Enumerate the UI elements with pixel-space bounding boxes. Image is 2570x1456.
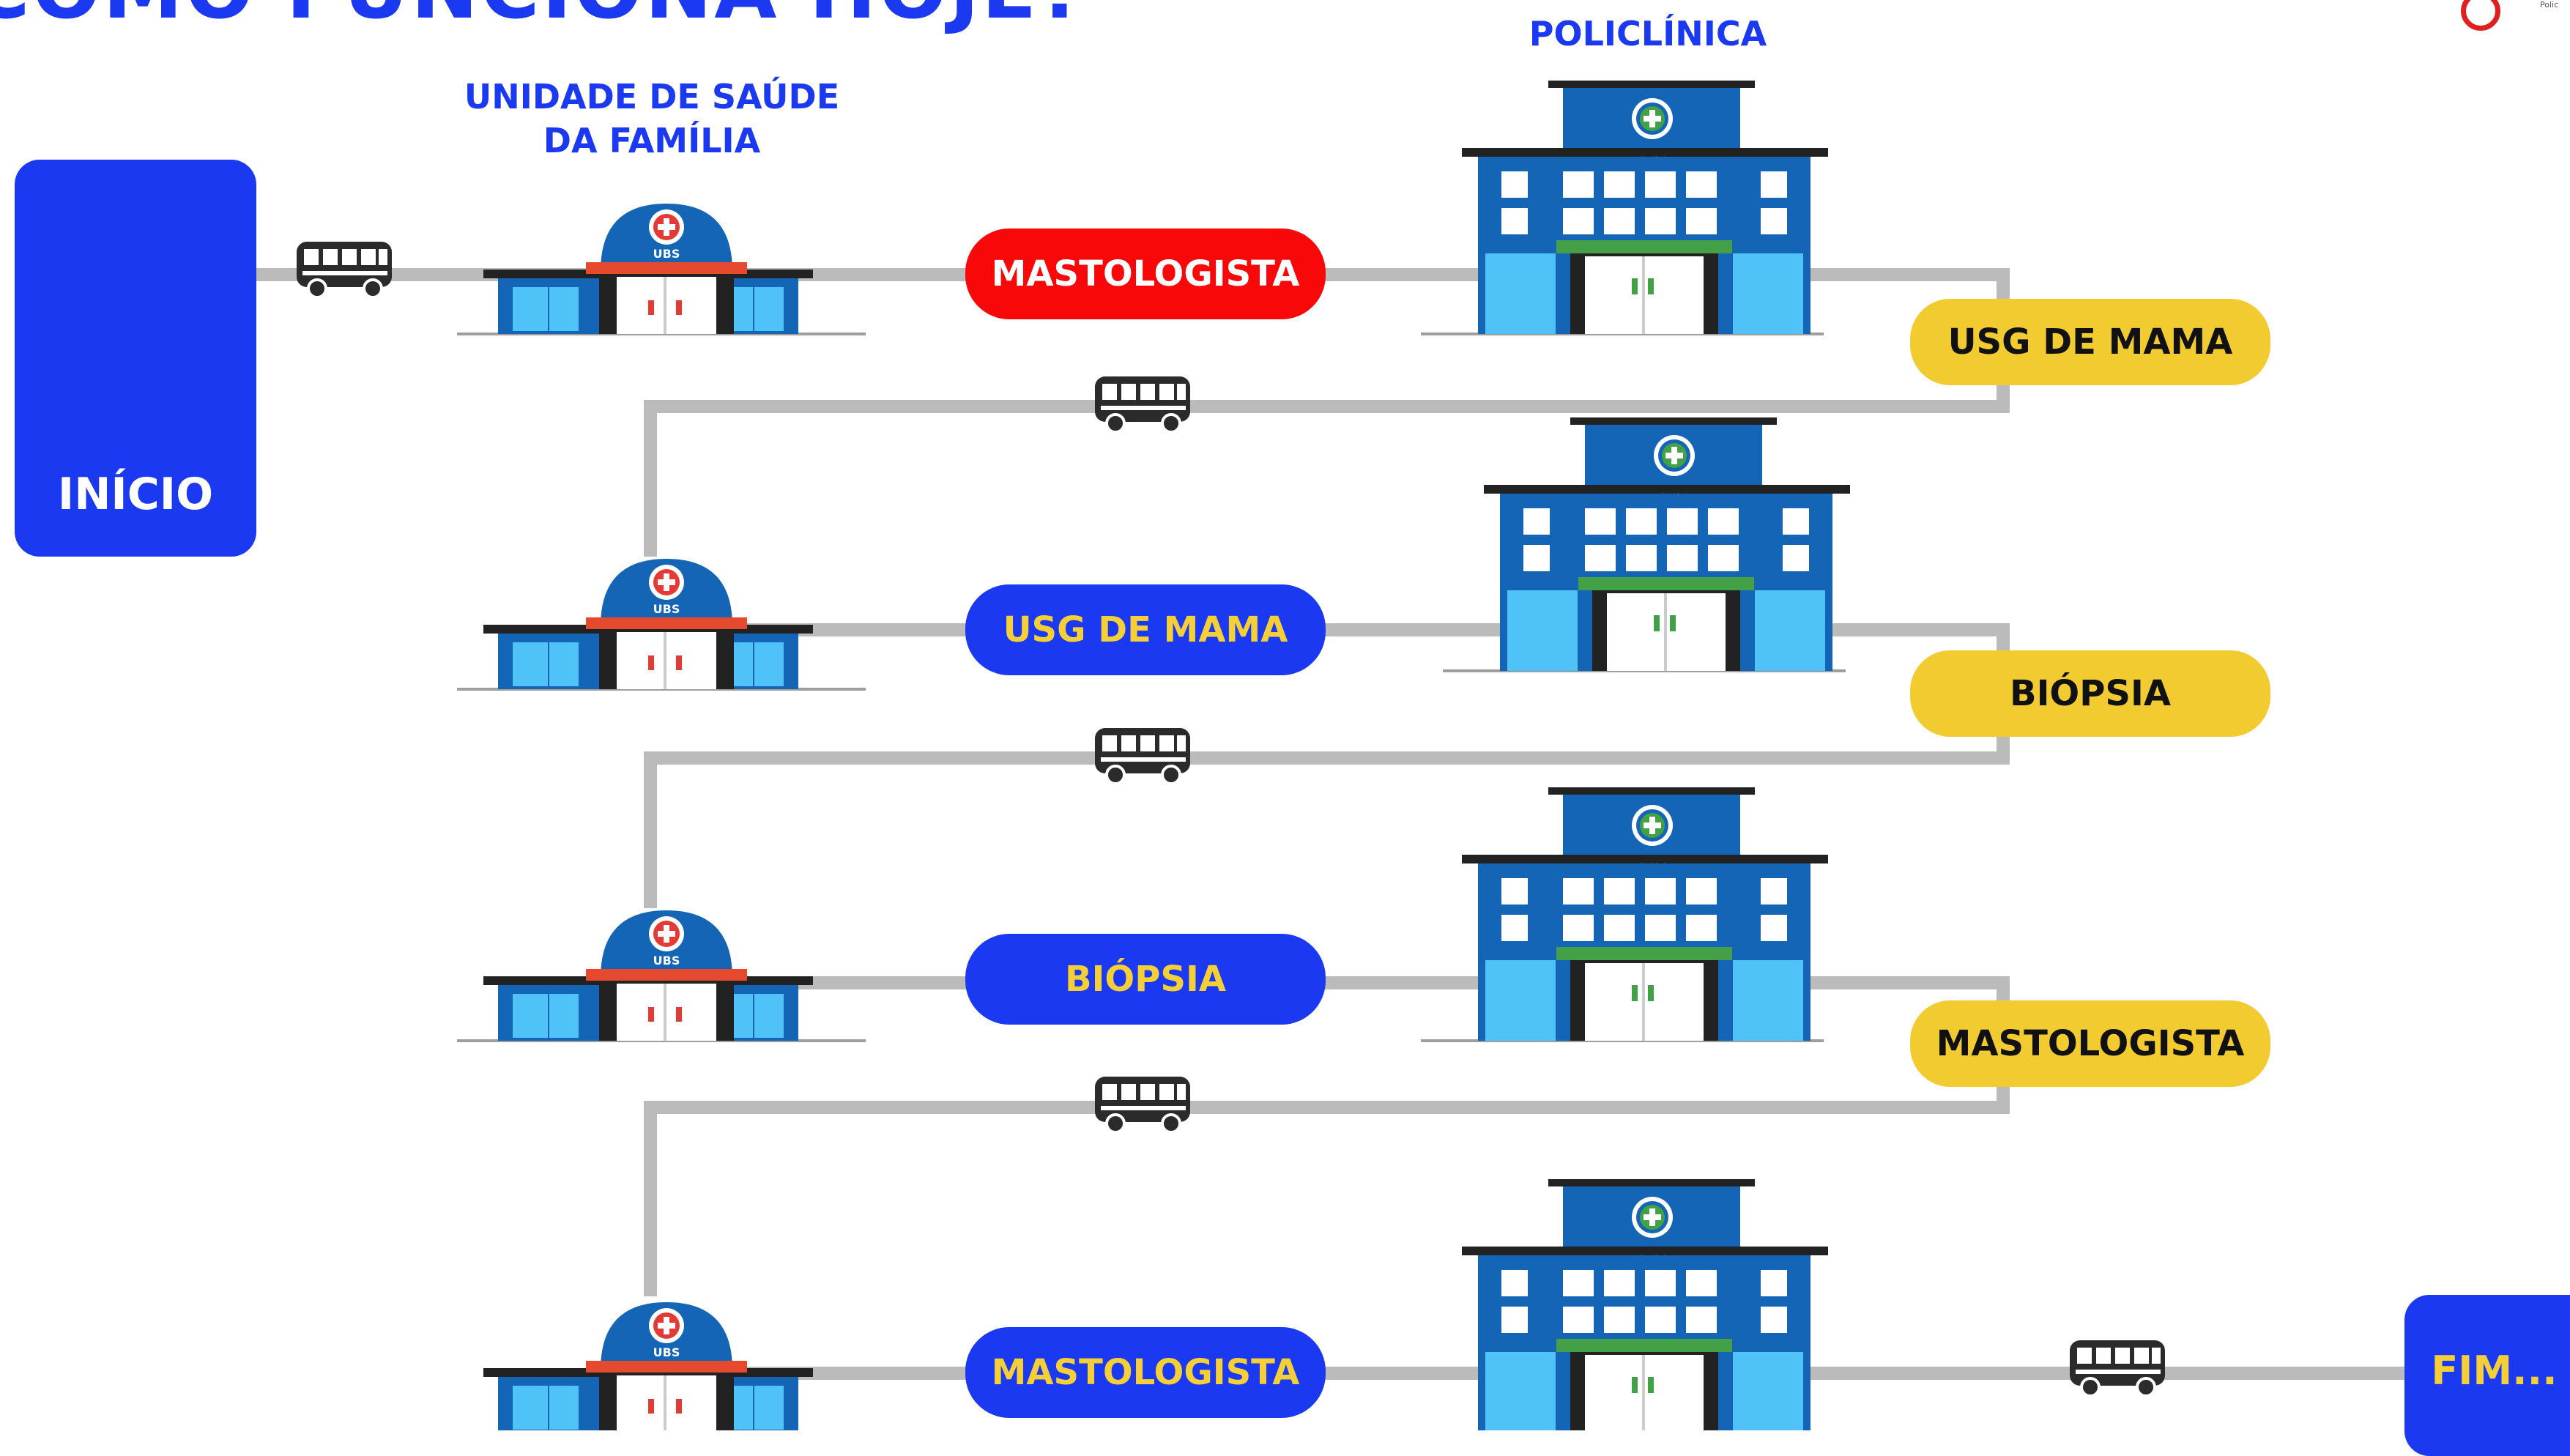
page-title: COMO FUNCIONA HOJE? bbox=[0, 0, 1088, 37]
policlinica-building-icon bbox=[1421, 1179, 1828, 1430]
bus-icon bbox=[295, 240, 393, 299]
bus-icon bbox=[1093, 727, 1192, 785]
start-node bbox=[15, 160, 256, 557]
policlinica-building-icon bbox=[1421, 81, 1828, 334]
policlinica-label: POLICLÍNICA bbox=[1529, 14, 1767, 53]
policlinica-building-icon bbox=[1443, 417, 1850, 671]
result-pill-2: BIÓPSIA bbox=[1910, 650, 2270, 737]
ubs-building-icon bbox=[456, 909, 867, 1042]
end-node bbox=[2404, 1295, 2570, 1456]
usf-label: UNIDADE DE SAÚDE DA FAMÍLIA bbox=[464, 77, 840, 160]
step-pill-1: MASTOLOGISTA bbox=[965, 229, 1326, 319]
logo-text: Polic bbox=[2540, 0, 2559, 10]
result-pill-1: USG DE MAMA bbox=[1910, 299, 2270, 385]
result-pill-3: MASTOLOGISTA bbox=[1910, 1000, 2270, 1087]
step-pill-2: USG DE MAMA bbox=[965, 584, 1326, 675]
step-pill-3: BIÓPSIA bbox=[965, 934, 1326, 1025]
bus-icon bbox=[1093, 1075, 1192, 1134]
start-label: INÍCIO bbox=[57, 469, 214, 520]
ubs-building-icon bbox=[456, 1301, 867, 1430]
bus-icon bbox=[1093, 375, 1192, 434]
end-label: FIM... bbox=[2431, 1348, 2558, 1394]
bus-icon bbox=[2068, 1339, 2166, 1397]
logo-icon bbox=[2461, 0, 2500, 31]
policlinica-building-icon bbox=[1421, 787, 1828, 1041]
step-pill-4: MASTOLOGISTA bbox=[965, 1327, 1326, 1418]
